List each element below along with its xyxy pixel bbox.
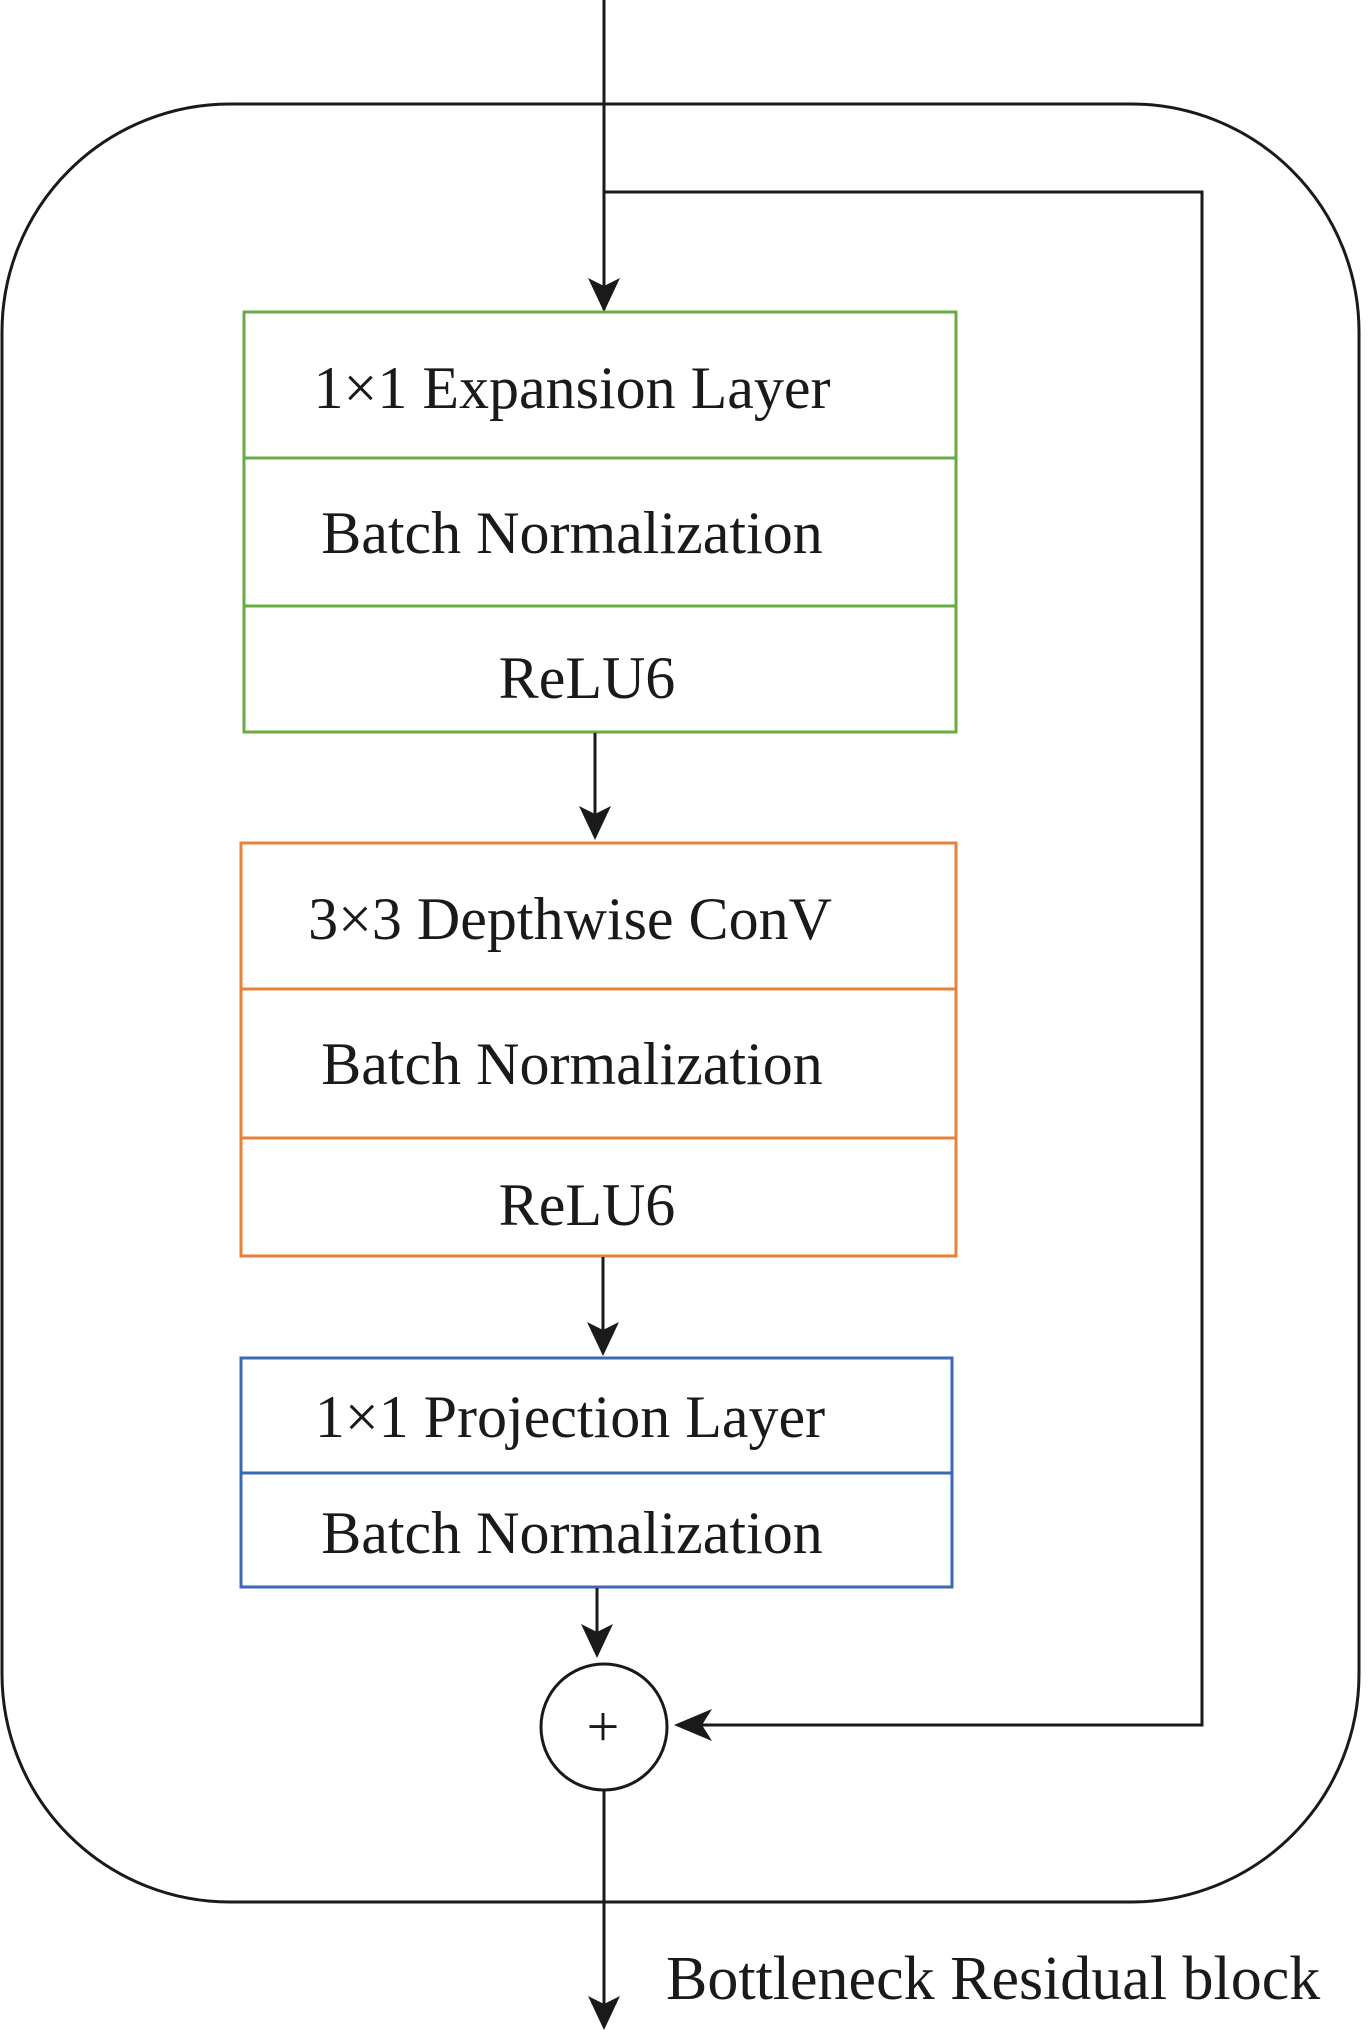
expansion-block: 1×1 Expansion Layer Batch Normalization …: [242, 310, 958, 734]
add-node: +: [539, 1662, 669, 1792]
arrowhead-add: [581, 1624, 613, 1658]
skip-arrowhead: [674, 1709, 712, 1741]
projection-bn-label: Batch Normalization: [321, 1500, 823, 1566]
depthwise-bn-label: Batch Normalization: [321, 1031, 823, 1097]
skip-connection: [604, 190, 1204, 1727]
arrowhead-projection: [587, 1322, 619, 1356]
projection-layer-label: 1×1 Projection Layer: [315, 1384, 825, 1450]
expansion-bn-label: Batch Normalization: [321, 500, 823, 566]
projection-block: 1×1 Projection Layer Batch Normalization: [239, 1356, 954, 1589]
arrowhead-depthwise: [579, 806, 611, 840]
depthwise-layer-label: 3×3 Depthwise ConV: [308, 886, 832, 952]
input-arrowhead: [588, 278, 620, 312]
depthwise-block: 3×3 Depthwise ConV Batch Normalization R…: [239, 841, 958, 1258]
expansion-layer-label: 1×1 Expansion Layer: [313, 355, 830, 421]
diagram-caption: Bottleneck Residual block: [666, 1945, 1320, 2013]
output-arrowhead: [588, 1996, 620, 2030]
depthwise-relu6-label: ReLU6: [499, 1172, 676, 1238]
add-symbol: +: [587, 1694, 620, 1759]
outer-container: [0, 102, 1361, 1904]
expansion-relu6-label: ReLU6: [499, 645, 676, 711]
